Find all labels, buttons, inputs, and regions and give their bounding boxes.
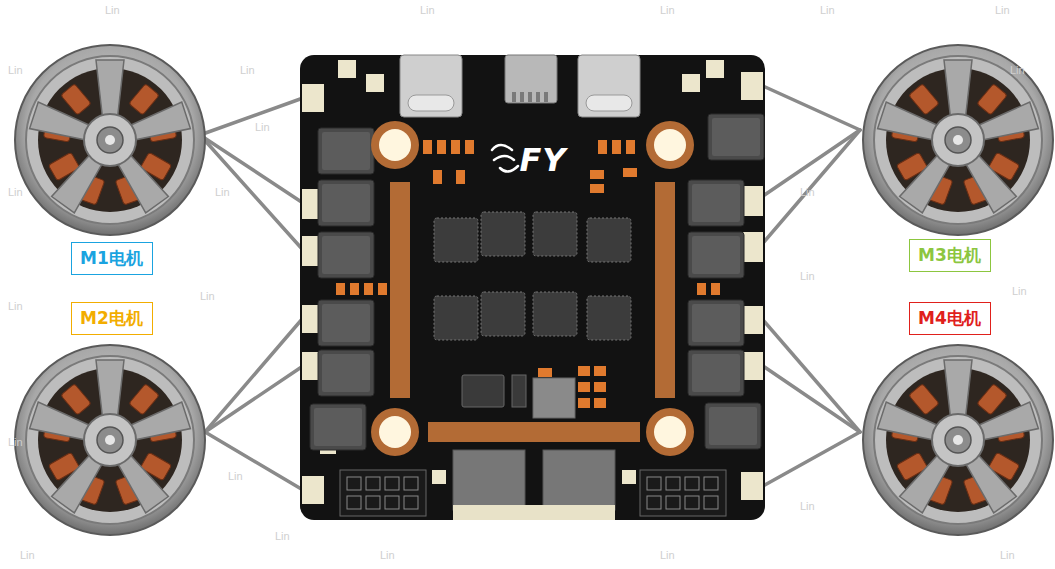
watermark: Lin xyxy=(660,549,675,561)
watermark: Lin xyxy=(8,186,23,198)
watermark: Lin xyxy=(105,4,120,16)
motor-label-box: M3电机 xyxy=(909,239,991,272)
motor-label-box: M2电机 xyxy=(71,302,153,335)
motor xyxy=(863,345,1053,535)
motor-label: M2电机 xyxy=(80,307,144,329)
watermark: Lin xyxy=(1010,64,1025,76)
motor-label: M3电机 xyxy=(918,244,982,266)
watermark: Lin xyxy=(995,4,1010,16)
brand-logo: FY xyxy=(519,141,566,179)
watermark: Lin xyxy=(228,470,243,482)
watermark: Lin xyxy=(420,4,435,16)
motor-label-box: M4电机 xyxy=(909,302,991,335)
motor xyxy=(863,45,1053,235)
watermark: Lin xyxy=(800,186,815,198)
motor-label: M1电机 xyxy=(80,247,144,269)
motor-label: M4电机 xyxy=(918,307,982,329)
watermark: Lin xyxy=(8,64,23,76)
watermark: Lin xyxy=(200,290,215,302)
watermark: Lin xyxy=(215,186,230,198)
watermark: Lin xyxy=(820,4,835,16)
motor xyxy=(15,345,205,535)
watermark: Lin xyxy=(1000,549,1015,561)
watermark: Lin xyxy=(660,4,675,16)
motor-label-box: M1电机 xyxy=(71,242,153,275)
watermark: Lin xyxy=(1012,285,1027,297)
watermark: Lin xyxy=(800,270,815,282)
watermark: Lin xyxy=(800,500,815,512)
watermark: Lin xyxy=(20,549,35,561)
watermark: Lin xyxy=(240,64,255,76)
motor xyxy=(15,45,205,235)
watermark: Lin xyxy=(275,530,290,542)
esc-board xyxy=(300,55,765,520)
watermark: Lin xyxy=(380,549,395,561)
watermark: Lin xyxy=(8,436,23,448)
watermark: Lin xyxy=(255,121,270,133)
watermark: Lin xyxy=(8,300,23,312)
